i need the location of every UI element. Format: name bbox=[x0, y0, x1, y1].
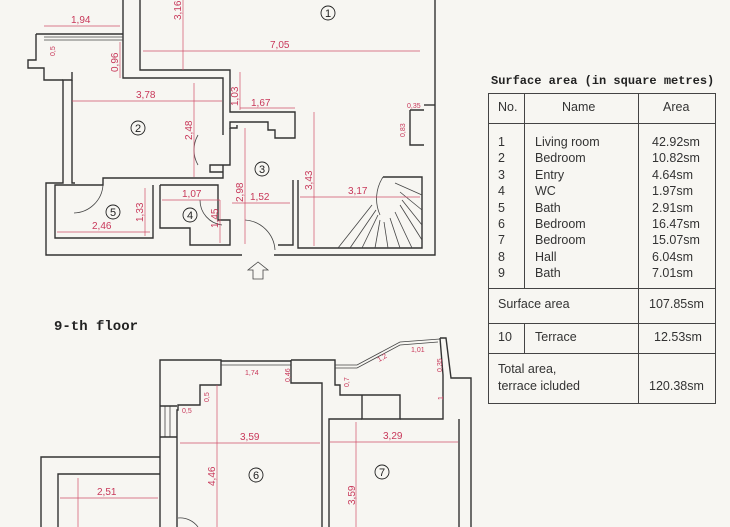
terrace-name: Terrace bbox=[535, 330, 577, 344]
table-header-row: No. Name Area bbox=[489, 94, 715, 124]
dim-label: 7,05 bbox=[270, 40, 290, 51]
dim-label: 3,16 bbox=[173, 0, 184, 20]
room-number-2: 2 bbox=[130, 120, 146, 136]
header-name: Name bbox=[562, 100, 596, 114]
terrace-area: 12.53sm bbox=[654, 330, 702, 344]
dim-label: 0,5 bbox=[204, 392, 211, 402]
room-number-4: 4 bbox=[182, 207, 198, 223]
dim-label: 0,35 bbox=[437, 358, 444, 372]
dim-label: 3,78 bbox=[136, 90, 156, 101]
dim-label: 0,83 bbox=[400, 123, 407, 137]
row-area: 16.47sm bbox=[652, 217, 700, 231]
dim-label: 0,96 bbox=[110, 52, 121, 72]
upper-dimension-lines bbox=[60, 385, 458, 527]
dim-label: 1,03 bbox=[230, 86, 241, 106]
row-name: Entry bbox=[535, 167, 565, 182]
dim-label: 1,52 bbox=[250, 192, 270, 203]
total-label-line1: Total area, bbox=[498, 362, 557, 376]
dim-label: 2,48 bbox=[184, 120, 195, 140]
dim-label: 1,94 bbox=[71, 15, 91, 26]
lower-dimension-lines bbox=[44, 0, 420, 246]
dim-label: 3,29 bbox=[383, 431, 403, 442]
row-no: 9 bbox=[498, 266, 505, 281]
surface-area-value: 107.85sm bbox=[649, 297, 704, 311]
dim-label: 3,59 bbox=[240, 432, 260, 443]
header-no: No. bbox=[498, 100, 518, 114]
room-number-5: 5 bbox=[105, 204, 121, 220]
table-title: Surface area (in square metres) bbox=[491, 74, 715, 88]
svg-text:5: 5 bbox=[110, 207, 116, 219]
row-area: 15.07sm bbox=[652, 233, 700, 248]
room-number-3: 3 bbox=[254, 161, 270, 177]
dim-label: 0,5 bbox=[182, 408, 192, 415]
svg-text:3: 3 bbox=[259, 164, 265, 176]
row-area: 4.64sm bbox=[652, 167, 693, 182]
row-area: 42.92sm bbox=[652, 135, 700, 149]
dim-label: 0,46 bbox=[285, 368, 292, 382]
svg-text:7: 7 bbox=[379, 467, 385, 479]
row-no: 1 bbox=[498, 135, 505, 149]
row-area: 1.97sm bbox=[652, 184, 693, 199]
row-no: 5 bbox=[498, 200, 505, 215]
room-number-6: 6 bbox=[248, 467, 264, 483]
room-number-7: 7 bbox=[374, 464, 390, 480]
surface-area-row: Surface area 107.85sm bbox=[489, 288, 715, 324]
row-area: 7.01sm bbox=[652, 266, 693, 281]
surface-area-label: Surface area bbox=[498, 297, 570, 311]
row-name: Bath bbox=[535, 200, 561, 215]
row-name: Hall bbox=[535, 249, 557, 264]
dim-label: 1,45 bbox=[210, 208, 221, 228]
row-area: 10.82sm bbox=[652, 151, 700, 166]
dim-label: 0,7 bbox=[344, 377, 351, 387]
total-area-value: 120.38sm bbox=[649, 379, 704, 393]
dim-label: 2,46 bbox=[92, 221, 112, 232]
row-name: WC bbox=[535, 184, 556, 199]
row-area: 2.91sm bbox=[652, 200, 693, 215]
terrace-row: 10 Terrace 12.53sm bbox=[489, 323, 715, 354]
dim-label: 1,33 bbox=[135, 202, 146, 222]
floor-title: 9-th floor bbox=[54, 319, 139, 335]
row-no: 7 bbox=[498, 233, 505, 248]
row-no: 8 bbox=[498, 249, 505, 264]
svg-text:2: 2 bbox=[135, 123, 141, 135]
dim-label: 4,46 bbox=[207, 466, 218, 486]
row-name: Bedroom bbox=[535, 151, 586, 166]
lower-floor-walls bbox=[27, 0, 436, 280]
row-area: 6.04sm bbox=[652, 249, 693, 264]
row-no: 2 bbox=[498, 151, 505, 166]
dim-label: 0,35 bbox=[407, 103, 421, 110]
dim-label: 1,01 bbox=[411, 347, 425, 354]
dim-label: 2,51 bbox=[97, 487, 117, 498]
dim-label: 1,67 bbox=[251, 98, 271, 109]
row-name: Bath bbox=[535, 266, 561, 281]
row-name: Bedroom bbox=[535, 233, 586, 248]
svg-text:1: 1 bbox=[325, 8, 331, 20]
dim-label: 1 bbox=[438, 396, 445, 400]
header-area: Area bbox=[663, 100, 690, 114]
row-no: 4 bbox=[498, 184, 505, 199]
room-number-1: 1 bbox=[320, 5, 336, 21]
row-name: Living room bbox=[535, 135, 600, 149]
row-no: 6 bbox=[498, 217, 505, 231]
svg-text:4: 4 bbox=[187, 210, 193, 222]
dim-label: 1,07 bbox=[182, 189, 202, 200]
dim-label: 1,2 bbox=[377, 353, 389, 364]
total-label-line2: terrace icluded bbox=[498, 379, 580, 393]
svg-text:6: 6 bbox=[253, 470, 259, 482]
dim-label: 3,43 bbox=[304, 170, 315, 190]
row-name: Bedroom bbox=[535, 217, 586, 231]
dim-label: 3,59 bbox=[347, 485, 358, 505]
entrance-arrow-icon bbox=[246, 261, 270, 280]
row-no: 3 bbox=[498, 167, 505, 182]
total-area-row: Total area, terrace icluded 120.38sm bbox=[489, 353, 715, 403]
upper-floor-walls bbox=[40, 337, 472, 527]
dim-label: 2,98 bbox=[235, 182, 246, 202]
dim-label: 1,74 bbox=[245, 370, 259, 377]
terrace-no: 10 bbox=[498, 330, 512, 344]
dim-label: 3,17 bbox=[348, 186, 368, 197]
dim-label: 0,5 bbox=[50, 46, 57, 56]
